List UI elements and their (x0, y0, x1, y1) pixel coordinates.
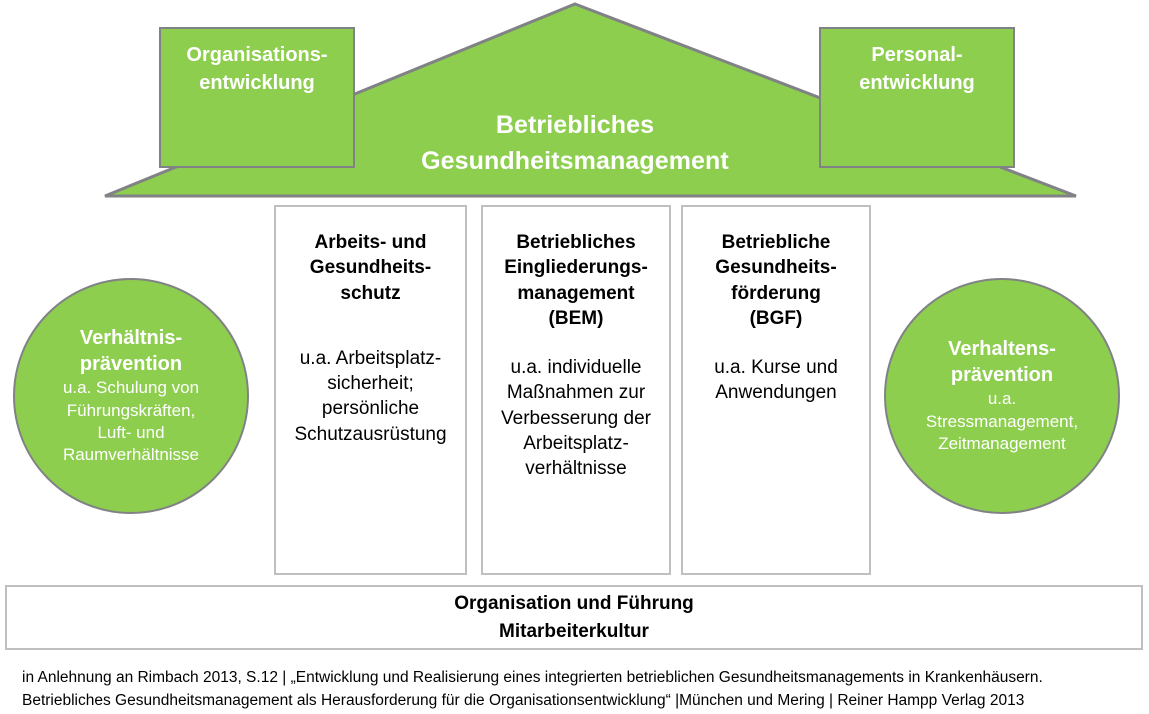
pillar-betriebliches-eingliederungsmanagement[interactable]: Betriebliches Eingliederungs- management… (481, 205, 671, 575)
circle-subtext: u.a. Schulung von Führungskräften, Luft-… (57, 377, 205, 465)
base-bar-organisation-und-fuehrung[interactable]: Organisation und Führung Mitarbeiterkult… (5, 585, 1143, 650)
pillar-body-line4: Arbeitsplatz- (523, 432, 629, 454)
corner-box-line1: Personal- (871, 44, 963, 66)
circle-title: Verhaltens- prävention (938, 337, 1066, 388)
base-line1: Organisation und Führung (454, 592, 694, 614)
pillar-title: Betriebliche Gesundheits- förderung (BGF… (689, 230, 863, 331)
pillar-body: u.a. Arbeitsplatz- sicherheit; persönlic… (282, 346, 459, 447)
pillar-title: Betriebliches Eingliederungs- management… (489, 230, 663, 331)
circle-sub-line4: Raumverhältnisse (62, 444, 200, 464)
circle-title-line2: prävention (950, 363, 1054, 386)
pillar-title-line1: Arbeits- und (314, 232, 427, 253)
pillar-title-line4: (BEM) (548, 307, 604, 329)
citation-line1: in Anlehnung an Rimbach 2013, S.12 | „En… (22, 669, 1043, 686)
circle-title-line2: prävention (79, 352, 183, 375)
corner-box-personalentwicklung[interactable]: Personal- entwicklung (819, 27, 1015, 168)
circle-verhaeltnispraevention[interactable]: Verhältnis- prävention u.a. Schulung von… (13, 278, 249, 514)
pillar-title-line2: Eingliederungs- (504, 257, 648, 279)
circle-subtext: u.a. Stressmanagement, Zeitmanagement (920, 388, 1084, 454)
roof-title: Betriebliches Gesundheitsmanagement (330, 108, 820, 179)
circle-sub-line1: u.a. Schulung von (62, 378, 200, 398)
pillar-body-line3: persönliche (321, 398, 420, 420)
circle-sub-line3: Luft- und (97, 422, 165, 442)
pillar-body-line2: sicherheit; (327, 373, 414, 395)
pillar-title-line2: Gesundheits- (309, 257, 432, 279)
corner-box-organisationsentwicklung[interactable]: Organisations- entwicklung (159, 27, 355, 168)
pillar-body-line1: u.a. Kurse und (714, 357, 838, 379)
circle-sub-line2: Stressmanagement, (925, 411, 1079, 431)
circle-sub-line1: u.a. (987, 389, 1017, 409)
pillar-betriebliche-gesundheitsfoerderung[interactable]: Betriebliche Gesundheits- förderung (BGF… (681, 205, 871, 575)
circle-verhaltenspraevention[interactable]: Verhaltens- prävention u.a. Stressmanage… (884, 278, 1120, 514)
source-citation: in Anlehnung an Rimbach 2013, S.12 | „En… (22, 666, 1132, 713)
corner-box-line2: entwicklung (199, 72, 315, 94)
pillar-title-line2: Gesundheits- (715, 257, 837, 279)
pillar-body-line4: Schutzausrüstung (294, 423, 447, 445)
pillar-body-line3: Verbesserung der (501, 407, 651, 429)
pillar-title-line4: (BGF) (749, 307, 803, 329)
circle-title-line1: Verhältnis- (79, 327, 183, 350)
pillar-title-line1: Betriebliches (516, 232, 636, 253)
pillar-arbeits-und-gesundheitsschutz[interactable]: Arbeits- und Gesundheits- schutz u.a. Ar… (274, 205, 467, 575)
pillar-body-line2: Maßnahmen zur (506, 382, 646, 404)
pillar-title-line1: Betriebliche (721, 232, 831, 253)
citation-line2: Betriebliches Gesundheitsmanagement als … (22, 692, 1025, 710)
circle-title-line1: Verhaltens- (948, 338, 1056, 361)
pillar-body: u.a. Kurse und Anwendungen (689, 355, 863, 406)
corner-box-line2: entwicklung (859, 72, 975, 94)
pillar-body-line2: Anwendungen (715, 382, 837, 404)
circle-sub-line2: Führungskräften, (66, 400, 196, 420)
pillar-body-line5: verhältnisse (525, 458, 627, 480)
pillar-title: Arbeits- und Gesundheits- schutz (282, 230, 459, 306)
circle-title: Verhältnis- prävention (70, 326, 192, 377)
roof-title-line1: Betriebliches (495, 111, 655, 139)
pillar-title-line3: schutz (340, 282, 401, 304)
circle-sub-line3: Zeitmanagement (938, 433, 1066, 453)
pillar-body: u.a. individuelle Maßnahmen zur Verbesse… (489, 355, 663, 481)
pillar-body-line1: u.a. Arbeitsplatz- (299, 347, 442, 369)
pillar-title-line3: förderung (731, 282, 821, 304)
base-line2: Mitarbeiterkultur (499, 620, 649, 642)
roof-title-line2: Gesundheitsmanagement (421, 146, 729, 175)
pillar-body-line1: u.a. individuelle (510, 357, 642, 379)
pillar-title-line3: management (517, 282, 635, 304)
corner-box-line1: Organisations- (186, 44, 328, 66)
